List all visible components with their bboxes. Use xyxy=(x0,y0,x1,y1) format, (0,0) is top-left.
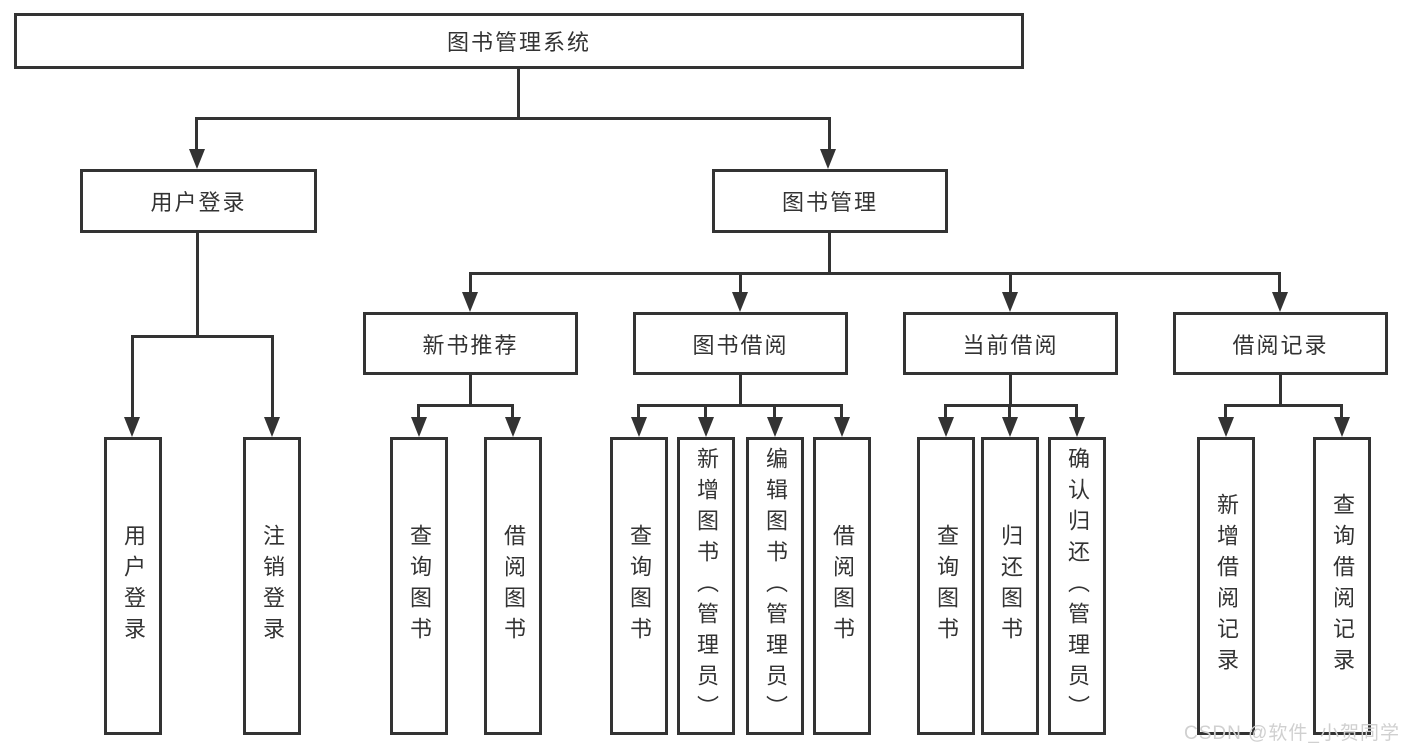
connector-line xyxy=(271,335,274,419)
leaf-label: 查询图书 xyxy=(407,524,432,648)
leaf-add-books-admin: 新增图书（管理员） xyxy=(677,437,735,735)
connector-line xyxy=(469,272,472,294)
leaf-query-borrow-record: 查询借阅记录 xyxy=(1313,437,1371,735)
leaf-borrow-books: 借阅图书 xyxy=(813,437,871,735)
leaf-logout-login: 注销登录 xyxy=(243,437,301,735)
arrow-down-icon xyxy=(505,417,521,437)
arrow-down-icon xyxy=(264,417,280,437)
arrow-down-icon xyxy=(938,417,954,437)
connector-line xyxy=(131,335,134,419)
arrow-down-icon xyxy=(698,417,714,437)
arrow-down-icon xyxy=(1218,417,1234,437)
connector-line xyxy=(1008,404,1011,419)
connector-line xyxy=(1224,404,1227,419)
connector-line xyxy=(704,404,707,419)
leaf-edit-books-admin: 编辑图书（管理员） xyxy=(746,437,804,735)
connector-line xyxy=(739,272,742,294)
leaf-return-books: 归还图书 xyxy=(981,437,1039,735)
leaf-label: 确认归还（管理员） xyxy=(1065,446,1090,726)
node-current-borrowing: 当前借阅 xyxy=(903,312,1118,375)
connector-line xyxy=(944,404,1078,407)
connector-line xyxy=(1075,404,1078,419)
arrow-down-icon xyxy=(631,417,647,437)
connector-line xyxy=(828,233,831,274)
leaf-query-books-borrow: 查询图书 xyxy=(610,437,668,735)
connector-line xyxy=(1279,375,1282,407)
leaf-query-books-current: 查询图书 xyxy=(917,437,975,735)
leaf-label: 新增图书（管理员） xyxy=(694,446,719,726)
connector-line xyxy=(196,233,199,337)
arrow-down-icon xyxy=(411,417,427,437)
connector-line xyxy=(517,69,520,120)
connector-line xyxy=(511,404,514,419)
leaf-confirm-return-admin: 确认归还（管理员） xyxy=(1048,437,1106,735)
connector-line xyxy=(773,404,776,419)
connector-line xyxy=(469,375,472,407)
leaf-user-login: 用户登录 xyxy=(104,437,162,735)
connector-line xyxy=(828,117,831,151)
arrow-down-icon xyxy=(1069,417,1085,437)
node-user-login: 用户登录 xyxy=(80,169,317,233)
connector-line xyxy=(1224,404,1343,407)
arrow-down-icon xyxy=(189,149,205,169)
leaf-add-borrow-record: 新增借阅记录 xyxy=(1197,437,1255,735)
leaf-label: 查询借阅记录 xyxy=(1330,493,1355,679)
leaf-query-books-recommend: 查询图书 xyxy=(390,437,448,735)
node-book-management: 图书管理 xyxy=(712,169,948,233)
arrow-down-icon xyxy=(834,417,850,437)
connector-line xyxy=(739,375,742,407)
leaf-label: 新增借阅记录 xyxy=(1214,493,1239,679)
arrow-down-icon xyxy=(124,417,140,437)
arrow-down-icon xyxy=(1002,417,1018,437)
leaf-label: 用户登录 xyxy=(121,524,146,648)
arrow-down-icon xyxy=(767,417,783,437)
connector-line xyxy=(1009,272,1012,294)
leaf-label: 注销登录 xyxy=(260,524,285,648)
connector-line xyxy=(131,335,274,338)
node-book-borrowing: 图书借阅 xyxy=(633,312,848,375)
connector-line xyxy=(469,272,1281,275)
node-library-system: 图书管理系统 xyxy=(14,13,1024,69)
leaf-label: 归还图书 xyxy=(998,524,1023,648)
leaf-label: 借阅图书 xyxy=(501,524,526,648)
leaf-borrow-books-recommend: 借阅图书 xyxy=(484,437,542,735)
arrow-down-icon xyxy=(1334,417,1350,437)
connector-line xyxy=(637,404,843,407)
connector-line xyxy=(1009,375,1012,407)
arrow-down-icon xyxy=(820,149,836,169)
connector-line xyxy=(417,404,420,419)
connector-line xyxy=(195,117,831,120)
connector-line xyxy=(417,404,514,407)
node-new-book-recommendation: 新书推荐 xyxy=(363,312,578,375)
connector-line xyxy=(637,404,640,419)
connector-line xyxy=(840,404,843,419)
arrow-down-icon xyxy=(1002,292,1018,312)
connector-line xyxy=(1340,404,1343,419)
csdn-watermark: CSDN @软件_小贺同学 xyxy=(1184,723,1400,744)
node-borrowing-records: 借阅记录 xyxy=(1173,312,1388,375)
connector-line xyxy=(1278,272,1281,294)
leaf-label: 编辑图书（管理员） xyxy=(763,446,788,726)
connector-line xyxy=(195,117,198,151)
leaf-label: 查询图书 xyxy=(627,524,652,648)
arrow-down-icon xyxy=(732,292,748,312)
connector-line xyxy=(944,404,947,419)
leaf-label: 借阅图书 xyxy=(830,524,855,648)
arrow-down-icon xyxy=(1272,292,1288,312)
arrow-down-icon xyxy=(462,292,478,312)
leaf-label: 查询图书 xyxy=(934,524,959,648)
